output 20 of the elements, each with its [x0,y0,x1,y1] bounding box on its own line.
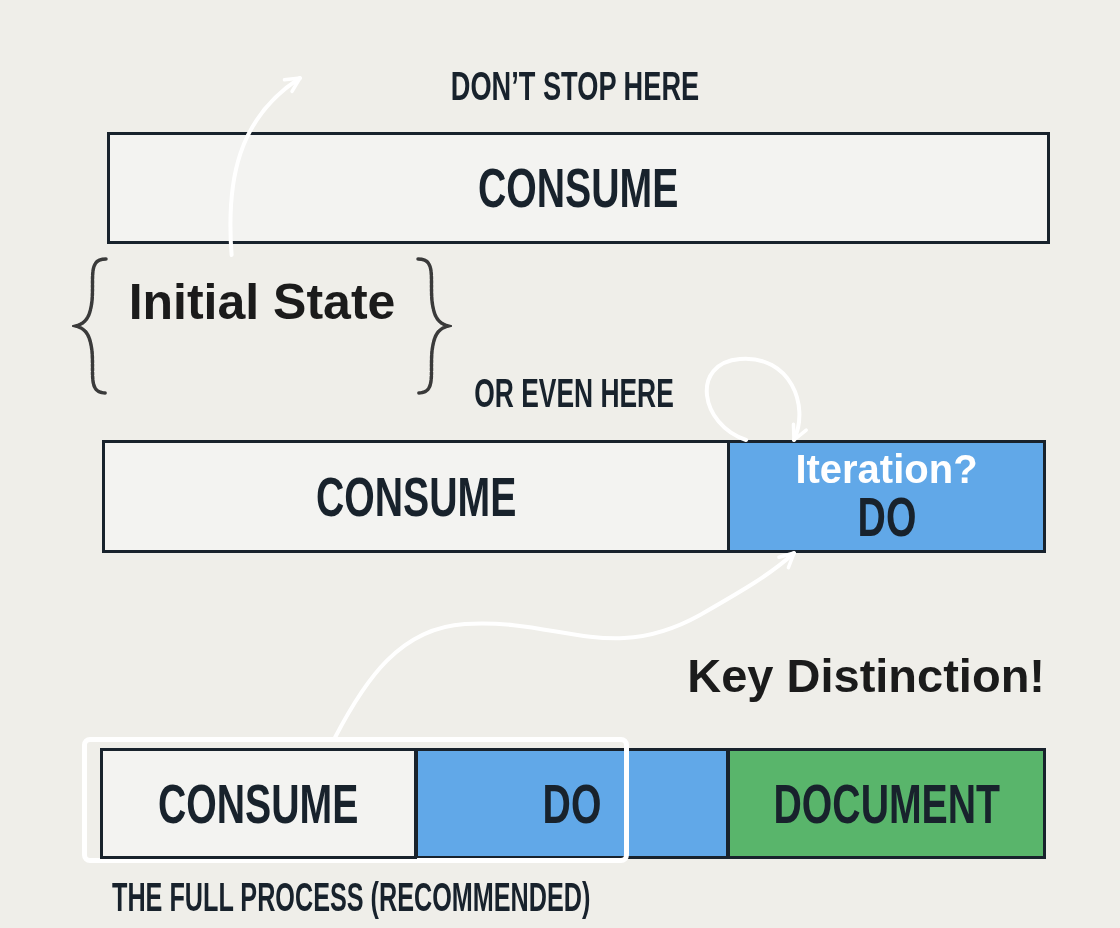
bar-segment [415,748,729,859]
step-label: DOCUMENT [773,775,1000,832]
bar-caption: DON’T STOP HERE [450,66,700,106]
curved-arrow [228,76,302,257]
bar-segment [102,440,730,553]
curved-arrow [333,551,796,739]
process-bar [107,132,1050,244]
loop-arrow [705,357,808,442]
step-label: DO [542,775,602,832]
bar-segment [100,748,417,859]
bar-segment [727,748,1046,859]
step-label: CONSUME [158,775,359,832]
step-label: CONSUME [315,468,517,525]
iteration-note: Iteration? [795,448,978,489]
state-label: Initial State [128,277,396,327]
bar-caption: THE FULL PROCESS (RECOMMENDED) [112,877,591,917]
step-label: CONSUME [478,160,679,216]
step-label: DO [857,488,916,545]
bar-segment [727,440,1046,553]
bar-caption: OR EVEN HERE [474,373,674,413]
